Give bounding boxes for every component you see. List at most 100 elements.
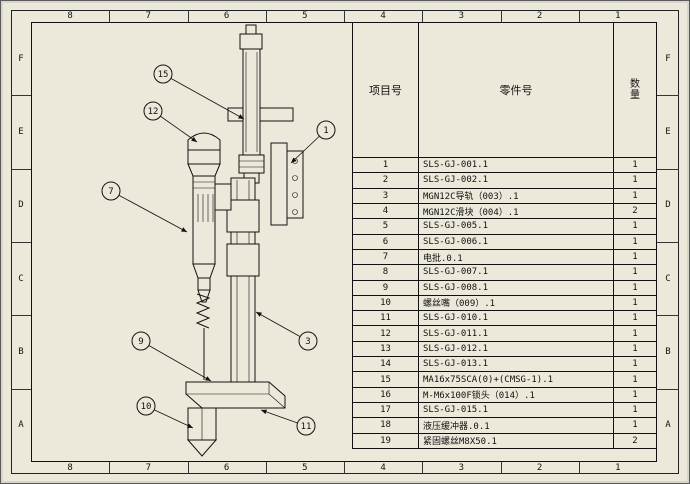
zone-label: 4 <box>344 462 422 474</box>
balloon-label: 7 <box>108 187 113 197</box>
bom-cell-qty: 2 <box>632 206 638 217</box>
electric-screwdriver[interactable] <box>187 132 221 303</box>
balloon-label: 11 <box>301 422 312 432</box>
bom-cell-part: SLS-GJ-001.1 <box>419 158 614 173</box>
bom-cell-part: M-M6x100F锁头（014）.1 <box>419 387 614 402</box>
zone-label: F <box>665 53 671 64</box>
bom-cell-qty: 1 <box>632 236 638 247</box>
bom-cell-item: 10 <box>353 295 419 311</box>
zone-label: B <box>657 315 679 388</box>
bottom-bracket[interactable] <box>185 381 286 409</box>
balloon-label: 15 <box>158 70 169 80</box>
balloon-3[interactable] <box>298 331 318 351</box>
zone-label: 3 <box>422 462 500 474</box>
balloon-leader <box>255 311 309 342</box>
bom-cell-item: 19 <box>353 433 419 448</box>
balloon-leader <box>162 73 245 120</box>
bom-cell-qty: 1 <box>632 297 638 308</box>
side-mount-plate[interactable] <box>270 142 304 226</box>
bom-cell-qty: 2 <box>632 435 638 446</box>
zone-label: 4 <box>344 10 422 22</box>
bom-cell-item: 8 <box>353 265 419 280</box>
bom-cell-part: 紧固螺丝M8X50.1 <box>419 433 614 448</box>
zone-label: E <box>11 95 31 168</box>
bom-cell-qty: 1 <box>632 359 638 370</box>
zone-label: 7 <box>109 10 187 22</box>
zone-label: A <box>657 388 679 462</box>
zone-label: 3 <box>422 10 500 22</box>
bom-cell-qty: 1 <box>632 313 638 324</box>
bom-cell-part: 液压缓冲器.0.1 <box>419 418 614 433</box>
bom-cell-item: 9 <box>353 280 419 295</box>
balloon-12[interactable] <box>143 101 163 121</box>
screw-nozzle[interactable] <box>186 407 218 457</box>
zone-label: 6 <box>187 462 266 474</box>
slider-blocks[interactable] <box>226 199 260 277</box>
bom-cell-part: SLS-GJ-005.1 <box>419 219 614 234</box>
bom-cell-item: 13 <box>353 341 419 357</box>
bom-cell-part: SLS-GJ-015.1 <box>419 403 614 418</box>
bom-cell-item: 4 <box>353 203 419 219</box>
zone-label: 2 <box>500 462 579 474</box>
zone-label: 7 <box>109 462 187 474</box>
bom-cell-part: SLS-GJ-011.1 <box>419 326 614 341</box>
balloon-15[interactable] <box>153 64 173 84</box>
balloon-1[interactable] <box>316 120 336 140</box>
bom-cell-item: 12 <box>353 326 419 341</box>
bom-cell-qty: 1 <box>632 405 638 416</box>
air-cylinder[interactable] <box>238 24 265 184</box>
zone-label: F <box>18 53 24 64</box>
balloon-leader <box>140 340 212 382</box>
balloon-11[interactable] <box>296 416 316 436</box>
bom-header-part: 零件号 <box>419 23 614 157</box>
clamp-arm[interactable] <box>214 183 232 211</box>
bom-cell-item: 15 <box>353 372 419 387</box>
spring[interactable] <box>195 293 211 329</box>
bom-cell-qty: 1 <box>632 190 638 201</box>
bom-cell-item: 6 <box>353 234 419 249</box>
bom-cell-qty: 1 <box>632 389 638 400</box>
zone-label: B <box>11 315 31 388</box>
bom-cell-qty: 1 <box>632 282 638 293</box>
zone-label: 1 <box>578 462 657 474</box>
zone-label: D <box>657 168 679 242</box>
balloon-9[interactable] <box>131 331 151 351</box>
bom-cell-item: 16 <box>353 387 419 402</box>
bom-cell-part: 电批.0.1 <box>419 249 614 265</box>
zone-label: D <box>11 168 31 242</box>
bom-cell-part: MGN12C滑块（004）.1 <box>419 203 614 219</box>
bom-cell-qty: 1 <box>632 221 638 232</box>
balloon-10[interactable] <box>136 396 156 416</box>
bom-header: 项目号 零件号 数量 <box>353 23 656 158</box>
bom-header-item: 项目号 <box>353 23 419 157</box>
zone-label: 2 <box>500 10 579 22</box>
balloon-7[interactable] <box>101 181 121 201</box>
